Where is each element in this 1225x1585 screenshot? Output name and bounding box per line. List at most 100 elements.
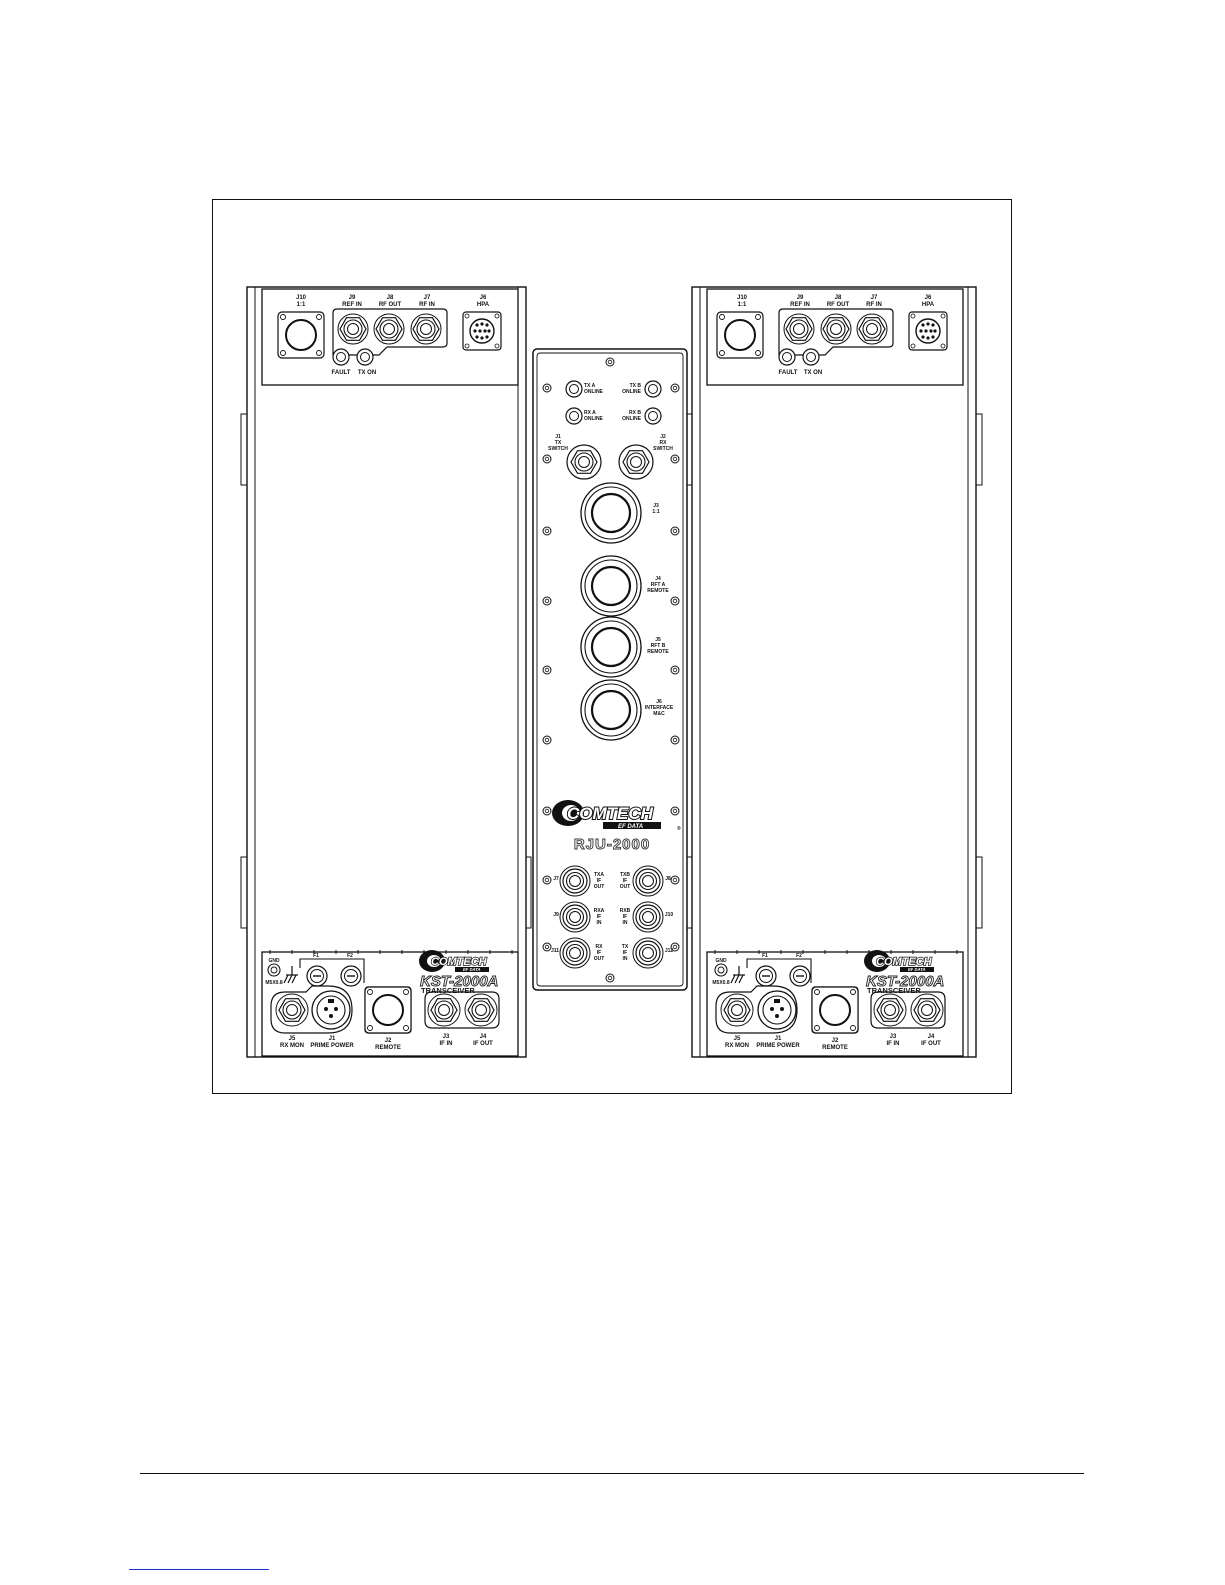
left-j5-label: J5 bbox=[289, 1036, 296, 1042]
rju-rxa-label: RXA bbox=[594, 908, 605, 914]
rju-j8-label: J8 bbox=[665, 876, 671, 882]
left-j10-label: J10 bbox=[296, 295, 307, 301]
rju-j11-connector: J11 RX IF OUT bbox=[551, 937, 604, 969]
rju-rx-sub1: IF bbox=[597, 950, 601, 956]
left-power-group-outline bbox=[270, 985, 353, 1034]
rju-j2-label: J2 bbox=[660, 434, 666, 440]
right-j8-label: J8 bbox=[835, 295, 842, 301]
left-f1-label: F1 bbox=[313, 953, 319, 959]
right-j3-connector: J3 IF IN bbox=[873, 993, 907, 1047]
rju-2000-panel: TX A ONLINE TX B ONLINE RX A ONLINE RX B… bbox=[532, 348, 688, 991]
left-ground-symbol-icon bbox=[283, 966, 298, 984]
rju-j1-sub1: TX bbox=[555, 440, 562, 446]
rju-small-mark: ® bbox=[677, 825, 681, 832]
right-j10-connector: J10 1:1 bbox=[716, 295, 764, 359]
right-if-group-outline bbox=[870, 991, 946, 1029]
left-if-group-outline bbox=[424, 991, 500, 1029]
right-ground-symbol-icon bbox=[730, 966, 745, 984]
rju-j2-rx-switch: J2 RX SWITCH bbox=[618, 434, 673, 480]
left-j3-connector: J3 IF IN bbox=[427, 993, 461, 1047]
rju-j3-label: J3 bbox=[653, 503, 659, 509]
left-f2-label: F2 bbox=[347, 953, 353, 959]
left-j6-connector: J6 HPA bbox=[462, 295, 502, 351]
right-j4-label: J4 bbox=[928, 1034, 935, 1040]
left-j10-sub: 1:1 bbox=[297, 302, 306, 308]
rju-rxb-sub2: IN bbox=[623, 920, 628, 926]
rju-rx-b-led: RX B ONLINE bbox=[622, 407, 662, 425]
rju-tx-a-label: TX A bbox=[584, 383, 596, 389]
right-j3-label: J3 bbox=[890, 1034, 897, 1040]
rju-txb-sub2: OUT bbox=[620, 884, 631, 890]
right-j9-label: J9 bbox=[797, 295, 804, 301]
rju-j5-sub1: RFT B bbox=[651, 643, 666, 649]
left-j8-sub: RF OUT bbox=[379, 302, 402, 308]
right-j5-sub: RX MON bbox=[725, 1043, 749, 1049]
rju-rx-a-label: RX A bbox=[584, 410, 596, 416]
left-j9-label: J9 bbox=[349, 295, 356, 301]
rju-j4-connector: J4 RFT A REMOTE bbox=[579, 554, 669, 618]
left-j4-sub: IF OUT bbox=[473, 1041, 493, 1047]
right-j8-sub: RF OUT bbox=[827, 302, 850, 308]
rju-j5-label: J5 bbox=[655, 637, 661, 643]
right-fuse-f2: F2 bbox=[789, 953, 811, 987]
rju-brand-sub: EF DATA bbox=[618, 824, 643, 830]
right-j6-label: J6 bbox=[925, 295, 932, 301]
right-f1-label: F1 bbox=[762, 953, 768, 959]
left-gnd-label: GND bbox=[268, 958, 280, 964]
rju-tx-label: TX bbox=[622, 944, 629, 950]
rju-j1-sub2: SWITCH bbox=[548, 446, 568, 452]
right-model-name: KST-2000A bbox=[866, 973, 944, 990]
right-brand-name: COMTECH bbox=[876, 956, 933, 968]
rju-j3-connector: J3 1:1 bbox=[579, 481, 660, 545]
rju-rx-b-sub: ONLINE bbox=[622, 416, 642, 422]
left-j2-remote-connector: J2 REMOTE bbox=[364, 986, 412, 1051]
right-gnd-post: GND M5X0.8 bbox=[712, 958, 729, 986]
left-j4-connector: J4 IF OUT bbox=[464, 993, 498, 1047]
rju-rx-a-sub: ONLINE bbox=[584, 416, 604, 422]
footer-link-underline[interactable] bbox=[129, 1569, 269, 1570]
rju-j7-label: J7 bbox=[553, 876, 559, 882]
right-j10-sub: 1:1 bbox=[738, 302, 747, 308]
left-j1-sub: PRIME POWER bbox=[310, 1043, 354, 1049]
rju-j2-sub2: SWITCH bbox=[653, 446, 673, 452]
right-model-sub: TRANSCEIVER bbox=[867, 986, 921, 995]
left-j8-label: J8 bbox=[387, 295, 394, 301]
right-j2-sub: REMOTE bbox=[822, 1045, 848, 1051]
rju-tx-sub1: IF bbox=[623, 950, 627, 956]
right-brand-logo: COMTECH EF DATA bbox=[864, 950, 934, 972]
right-j7-sub: RF IN bbox=[866, 302, 882, 308]
right-fault-led: FAULT bbox=[778, 348, 798, 376]
rju-txa-label: TXA bbox=[594, 872, 604, 878]
right-gnd-label: GND bbox=[715, 958, 727, 964]
right-transceiver: J10 1:1 J9 REF IN J8 RF OUT J7 RF IN J6 … bbox=[685, 286, 983, 1058]
right-power-group-outline bbox=[715, 985, 798, 1034]
rju-tx-b-label: TX B bbox=[630, 383, 642, 389]
rju-rx-b-label: RX B bbox=[629, 410, 641, 416]
rju-rxa-sub1: IF bbox=[597, 914, 601, 920]
left-j9-connector: J9 REF IN bbox=[337, 295, 369, 345]
right-j7-label: J7 bbox=[871, 295, 878, 301]
footer-rule bbox=[140, 1473, 1084, 1474]
left-brand-name: COMTECH bbox=[431, 956, 488, 968]
left-txon-label: TX ON bbox=[358, 370, 376, 376]
left-model-name: KST-2000A bbox=[420, 973, 498, 990]
right-j6-connector: J6 HPA bbox=[908, 295, 948, 351]
right-j3-sub: IF IN bbox=[887, 1041, 900, 1047]
left-j7-label: J7 bbox=[424, 295, 431, 301]
right-j1-label: J1 bbox=[775, 1036, 782, 1042]
rju-brand-name: COMTECH bbox=[567, 804, 654, 823]
rju-j1-label: J1 bbox=[555, 434, 561, 440]
rju-j5-connector: J5 RFT B REMOTE bbox=[579, 615, 669, 679]
right-j5-label: J5 bbox=[734, 1036, 741, 1042]
rju-j12-connector: J12 TX IF IN bbox=[622, 937, 673, 969]
rju-j4-sub1: RFT A bbox=[651, 582, 666, 588]
right-j4-connector: J4 IF OUT bbox=[910, 993, 944, 1047]
rju-rx-a-led: RX A ONLINE bbox=[565, 407, 604, 425]
right-j1-power-connector: J1 PRIME POWER bbox=[756, 990, 800, 1049]
right-fault-label: FAULT bbox=[779, 370, 798, 376]
left-j3-label: J3 bbox=[443, 1034, 450, 1040]
left-j2-sub: REMOTE bbox=[375, 1045, 401, 1051]
rju-j9-label: J9 bbox=[553, 912, 559, 918]
rju-j10-label: J10 bbox=[665, 912, 674, 918]
rju-j7-connector: J7 TXA IF OUT bbox=[553, 865, 604, 897]
